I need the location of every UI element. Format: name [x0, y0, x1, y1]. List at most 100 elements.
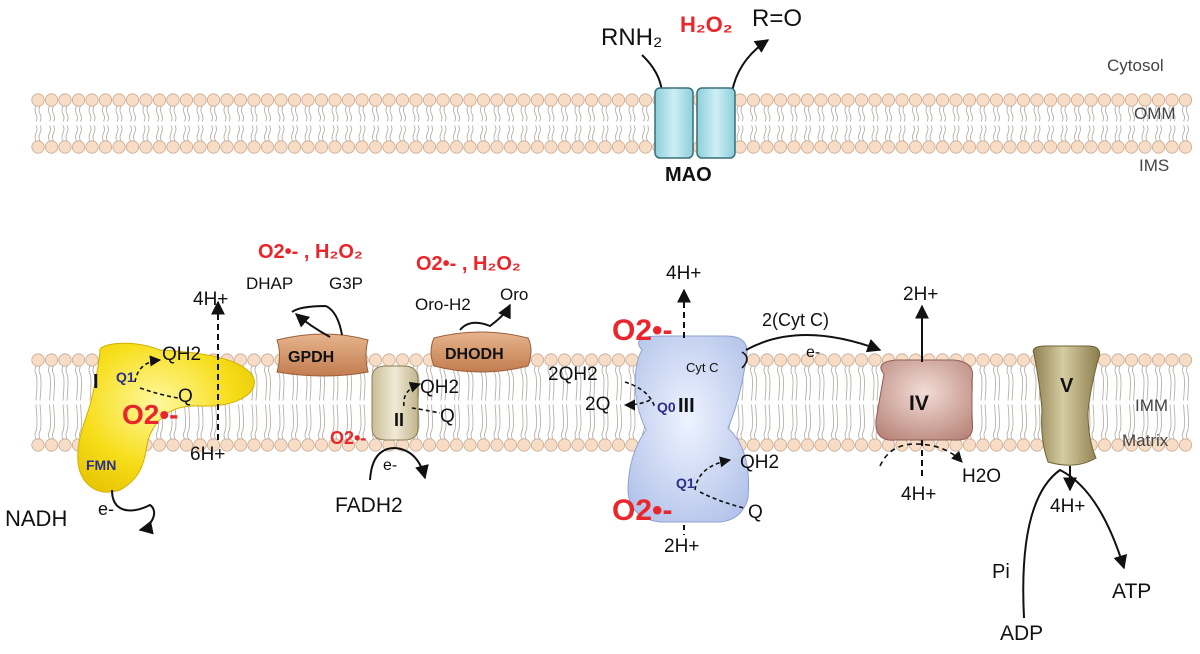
imm-lipid-tail	[1141, 404, 1149, 440]
omm-lipid-head	[1097, 140, 1112, 154]
complex-iii-name: III	[678, 395, 695, 417]
omm-lipid-head	[773, 140, 788, 154]
omm-lipid-tail	[1020, 125, 1027, 142]
imm-lipid-head	[598, 353, 612, 367]
imm-lipid-tail	[291, 404, 298, 440]
omm-lipid-head	[341, 93, 356, 107]
imm-lipid-tail	[466, 404, 474, 440]
dhodh-oro: Oro	[500, 285, 528, 304]
imm-lipid-tail	[831, 404, 838, 440]
omm-lipid-head	[827, 140, 842, 154]
omm-lipid-tail	[426, 125, 433, 142]
omm-lipid-tail	[34, 105, 42, 122]
omm-lipid-head	[598, 140, 612, 154]
omm-lipid-tail	[817, 125, 825, 142]
omm-lipid-head	[260, 140, 275, 154]
imm-lipid-head	[409, 353, 423, 367]
omm-lipid-head	[922, 93, 936, 107]
omm-lipid-tail	[426, 105, 433, 122]
omm-lipid-tail	[223, 105, 231, 122]
imm-lipid-tail	[277, 404, 285, 440]
omm-lipid-tail	[750, 125, 757, 142]
imm-lipid-head	[1030, 438, 1044, 452]
imm-lipid-head	[490, 438, 504, 452]
omm-lipid-head	[503, 140, 518, 154]
omm-lipid-head	[71, 93, 86, 107]
complex-iii-q0: Q0	[657, 399, 676, 415]
omm-lipid-tail	[102, 105, 109, 122]
omm-lipid-head	[868, 93, 882, 107]
cytosol-label: Cytosol	[1107, 56, 1164, 75]
omm-lipid-head	[989, 140, 1004, 154]
omm-lipid-head	[449, 93, 464, 107]
imm-lipid-head	[395, 353, 410, 367]
imm-lipid-tail	[48, 404, 55, 440]
imm-lipid-head	[152, 438, 167, 452]
complex-i-superoxide: O2•-	[122, 399, 178, 430]
cyt-c-label: Cyt C	[686, 360, 719, 375]
cyt-c-electron: e-	[806, 344, 820, 361]
omm-lipid-tail	[601, 105, 609, 122]
complex-i-4h: 4H+	[193, 289, 228, 310]
imm-lipid-tail	[615, 404, 622, 440]
omm-lipid-head	[557, 93, 572, 107]
omm-lipid-tail	[439, 125, 447, 142]
imm-lipid-head	[31, 438, 45, 452]
ims-label: IMS	[1139, 156, 1169, 175]
imm-lipid-head	[368, 353, 383, 367]
omm-lipid-head	[58, 93, 72, 107]
omm-lipid-head	[503, 93, 518, 107]
imm-lipid-tail	[183, 404, 190, 440]
imm-lipid-tail	[628, 365, 636, 401]
imm-lipid-tail	[790, 404, 798, 440]
imm-lipid-tail	[547, 404, 555, 440]
omm-lipid-tail	[129, 105, 136, 122]
omm-lipid-tail	[331, 125, 339, 142]
omm-lipid-head	[301, 93, 315, 107]
complex-iii-2q: 2Q	[585, 394, 610, 415]
omm-lipid-head	[422, 93, 437, 107]
omm-lipid-tail	[507, 105, 514, 122]
omm-lipid-tail	[574, 105, 582, 122]
imm-lipid-head	[557, 353, 572, 367]
omm-lipid-tail	[1006, 125, 1014, 142]
imm-lipid-tail	[345, 404, 352, 440]
omm-lipid-tail	[925, 125, 933, 142]
omm-lipid-tail	[345, 125, 352, 142]
omm-lipid-head	[935, 140, 950, 154]
complex-iii-superoxide-top: O2•-	[612, 314, 673, 347]
imm-lipid-head	[301, 438, 315, 452]
gpdh-name: GPDH	[288, 349, 334, 366]
omm-lipid-head	[85, 93, 99, 107]
omm-lipid-tail	[277, 125, 285, 142]
complex-iii-superoxide-bottom: O2•-	[612, 494, 673, 527]
imm-lipid-head	[598, 438, 612, 452]
omm-lipid-tail	[493, 105, 501, 122]
omm-lipid-head	[382, 140, 396, 154]
imm-lipid-tail	[979, 365, 987, 401]
imm-lipid-head	[544, 353, 558, 367]
imm-lipid-tail	[817, 404, 825, 440]
imm-lipid-tail	[1155, 365, 1162, 401]
imm-lipid-head	[949, 438, 963, 452]
omm-lipid-head	[125, 140, 140, 154]
omm-lipid-tail	[750, 105, 757, 122]
imm-lipid-head	[787, 438, 801, 452]
imm-lipid-tail	[196, 404, 204, 440]
omm-lipid-head	[1178, 93, 1193, 107]
omm-lipid-tail	[520, 105, 528, 122]
imm-lipid-tail	[628, 404, 636, 440]
imm-lipid-head	[44, 438, 59, 452]
imm-lipid-head	[503, 438, 518, 452]
omm-lipid-head	[1111, 93, 1125, 107]
omm-lipid-tail	[979, 105, 987, 122]
imm-lipid-head	[854, 438, 869, 452]
omm-lipid-tail	[466, 105, 474, 122]
imm-lipid-head	[854, 353, 869, 367]
omm-lipid-head	[1016, 140, 1031, 154]
imm-lipid-head	[58, 438, 72, 452]
omm-lipid-tail	[1155, 105, 1162, 122]
omm-lipid-tail	[399, 105, 406, 122]
omm-lipid-tail	[601, 125, 609, 142]
omm-lipid-tail	[48, 105, 55, 122]
